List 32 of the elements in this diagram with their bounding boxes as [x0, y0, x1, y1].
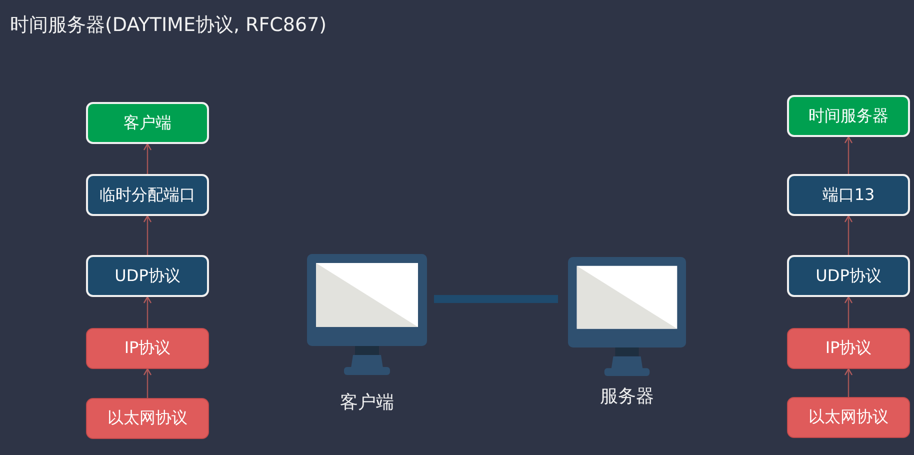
layer-box [86, 255, 209, 297]
protocol-box [787, 397, 910, 438]
box-label: 以太网协议 [808, 408, 890, 427]
box-label: IP协议 [824, 339, 873, 358]
arrow [844, 136, 853, 174]
app-box [86, 102, 209, 144]
layer-box [86, 174, 209, 216]
layer-box [787, 255, 910, 297]
app-box [787, 95, 910, 137]
box-label: 客户端 [122, 114, 172, 132]
box-label: 时间服务器 [808, 106, 890, 126]
arrow [143, 296, 152, 328]
arrow [844, 215, 853, 255]
box-label: UDP协议 [814, 266, 882, 286]
diagram-title: 时间服务器(DAYTIME协议, RFC867) [10, 13, 327, 38]
computer-label: 服务器 [599, 387, 655, 408]
protocol-box [86, 328, 209, 369]
arrow [143, 143, 152, 174]
box-label: 以太网协议 [106, 409, 188, 428]
arrow [143, 215, 152, 255]
protocol-box [86, 398, 209, 439]
box-label: IP协议 [123, 339, 172, 358]
arrow [844, 368, 853, 397]
network-link [434, 295, 558, 303]
box-label: 临时分配端口 [98, 186, 196, 204]
layer-box [787, 174, 910, 216]
arrow [143, 368, 152, 398]
box-label: 端口13 [821, 186, 876, 204]
protocol-box [787, 328, 910, 369]
computer-label: 客户端 [339, 393, 395, 414]
box-label: UDP协议 [114, 266, 182, 286]
arrow [844, 296, 853, 328]
